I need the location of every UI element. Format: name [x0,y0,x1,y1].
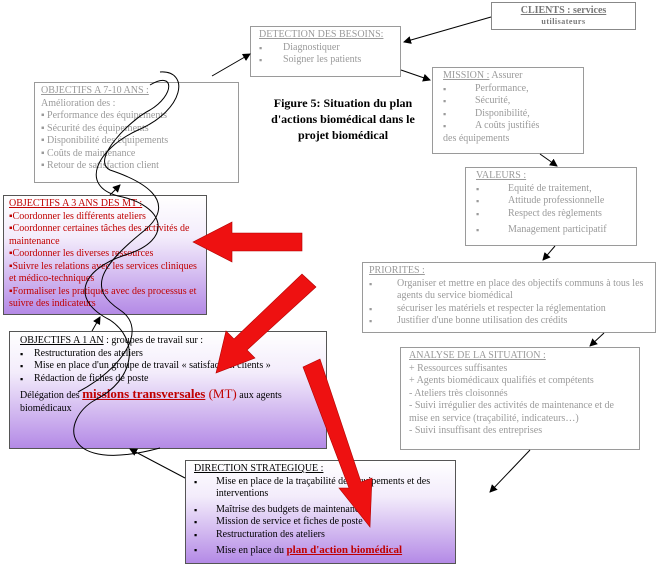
valeurs-box: VALEURS : Equité de traitement, Attitude… [465,167,637,246]
obj710-item: ▪ Coûts de maintenance [41,147,136,159]
direction-item-last: Mise en place du plan d'action biomédica… [194,544,447,558]
obj1-heading: OBJECTIFS A 1 AN : groupes de travail su… [20,335,316,348]
mission-title-rest: Assurer [491,70,523,81]
mission-box: MISSION : Assurer Performance, Sécurité,… [432,67,584,154]
priorites-item: Organiser et mettre en place des objecti… [369,278,649,303]
mission-item: Performance, [443,83,573,96]
arrow-analyse-to-direction [489,449,531,493]
direction-strategique-box: DIRECTION STRATEGIQUE : Mise en place de… [185,460,456,564]
analyse-title: ANALYSE DE LA SITUATION : [409,350,546,361]
arrow-obj3-to-obj710 [109,184,121,196]
obj3-title: OBJECTIFS A 3 ANS DES MT : [9,198,143,209]
obj1-list: Restructuration des ateliers Mise en pla… [20,348,316,386]
obj710-item: ▪ Disponibilité des équipements [41,135,169,146]
mt-abbrev: (MT) [205,386,237,401]
detection-item: Soigner les patients [259,54,392,67]
valeurs-item: Management participatif [476,224,626,237]
clients-box: CLIENTS : services utilisateurs [491,2,636,30]
detection-item: Diagnostiquer [259,42,392,55]
detection-besoins-box: DETECTION DES BESOINS: Diagnostiquer Soi… [250,26,401,77]
valeurs-title: VALEURS : [476,170,527,181]
obj710-title: OBJECTIFS A 7-10 ANS : [41,85,149,96]
analyse-situation-box: ANALYSE DE LA SITUATION : + Ressources s… [400,347,640,450]
arrow-priorites-to-analyse [589,332,605,347]
red-arrow-to-obj3 [192,221,303,263]
obj710-list: ▪ Performance des équipements ▪ Sécurité… [41,110,232,173]
figure-caption: Figure 5: Situation du plan d'actions bi… [271,96,415,142]
valeurs-item: Equité de traitement, [476,183,626,196]
obj710-intro: Amélioration des : [41,97,116,109]
analyse-item: + Ressources suffisantes [409,362,508,374]
direction-item: Mission de service et fiches de poste [194,516,447,529]
arrow-direction-to-obj1 [129,448,186,479]
analyse-item: + Agents biomédicaux qualifiés et compét… [409,375,594,386]
arrow-mission-to-valeurs [539,153,558,167]
obj1-item: Restructuration des ateliers [20,348,316,361]
delegation-post: aux agents biomédicaux [20,390,282,414]
direction-list: Mise en place de la traçabilité des équi… [194,476,447,558]
objectifs-3-ans-box: OBJECTIFS A 3 ANS DES MT : ▪Coordonner l… [3,195,207,315]
objectifs-1-an-box: OBJECTIFS A 1 AN : groupes de travail su… [9,331,327,449]
priorites-list: Organiser et mettre en place des objecti… [369,278,649,328]
direction-title: DIRECTION STRATEGIQUE : [194,463,324,474]
arrow-obj710-to-detection [211,53,251,77]
detection-list: Diagnostiquer Soigner les patients [259,42,392,67]
mission-list: Performance, Sécurité, Disponibilité, A … [443,83,573,146]
analyse-item: - Suivi irrégulier des activités de main… [409,400,614,424]
clients-subtitle: utilisateurs [541,17,586,26]
detection-title: DETECTION DES BESOINS: [259,29,384,40]
obj1-delegation: Délégation des missions transversales (M… [20,386,316,415]
direction-last-pre: Mise en place du [216,545,287,556]
mission-heading: MISSION : Assurer [443,70,573,83]
arrow-detection-to-mission [400,69,431,82]
obj1-item: Rédaction de fiches de poste [20,373,316,386]
arrow-obj1-to-obj3 [91,316,101,332]
objectifs-7-10-ans-box: OBJECTIFS A 7-10 ANS : Amélioration des … [34,82,239,183]
delegation-pre: Délégation des [20,390,83,401]
analyse-item: - Ateliers très cloisonnés [409,387,508,399]
obj1-item: Mise en place d'un groupe de travail « s… [20,360,316,373]
arrow-valeurs-to-priorites [542,245,556,261]
mission-tail: des équipements [443,132,510,144]
mission-item: Sécurité, [443,95,573,108]
obj710-item: ▪ Performance des équipements [41,110,168,121]
arrow-clients-to-detection [403,16,492,44]
analyse-list: + Ressources suffisantes + Agents bioméd… [409,363,631,438]
obj3-item: ▪Coordonner les différents ateliers [9,210,146,222]
clients-title: CLIENTS : services [520,5,607,16]
obj3-item: ▪Coordonner certaines tâches des activit… [9,223,190,247]
mission-item: A coûts justifiés [443,120,573,133]
valeurs-item: Attitude professionnelle [476,195,626,208]
obj3-item: ▪Suivre les relations avec les services … [9,260,197,285]
valeurs-item: Respect des règlements [476,208,626,221]
obj1-title: OBJECTIFS A 1 AN [20,335,104,346]
obj3-list: ▪Coordonner les différents ateliers ▪Coo… [9,211,201,311]
analyse-item: - Suivi insuffisant des entreprises [409,425,543,436]
mission-title: MISSION : [443,70,490,81]
priorites-title: PRIORITES : [369,265,425,276]
direction-item: Restructuration des ateliers [194,529,447,542]
obj1-title-rest: : groupes de travail sur : [103,335,204,346]
obj3-item: ▪Formaliser les pratiques avec des proce… [9,285,197,310]
priorites-item: sécuriser les matériels et respecter la … [369,303,649,316]
direction-item: Mise en place de la traçabilité des équi… [194,476,447,501]
obj710-item: ▪ Retour de satisfaction client [41,160,159,171]
missions-transversales: missions transversales [82,386,206,401]
mission-item: Disponibilité, [443,108,573,121]
direction-item: Maîtrise des budgets de maintenance [194,504,447,517]
plan-action-biomedical: plan d'action biomédical [286,544,403,556]
obj710-item: ▪ Sécurité des équipements [41,122,149,134]
valeurs-list: Equité de traitement, Attitude professio… [476,183,626,237]
obj3-item: ▪Coordonner les diverses ressources [9,248,154,259]
priorites-box: PRIORITES : Organiser et mettre en place… [362,262,656,333]
priorites-item: Justifier d'une bonne utilisation des cr… [369,315,649,328]
